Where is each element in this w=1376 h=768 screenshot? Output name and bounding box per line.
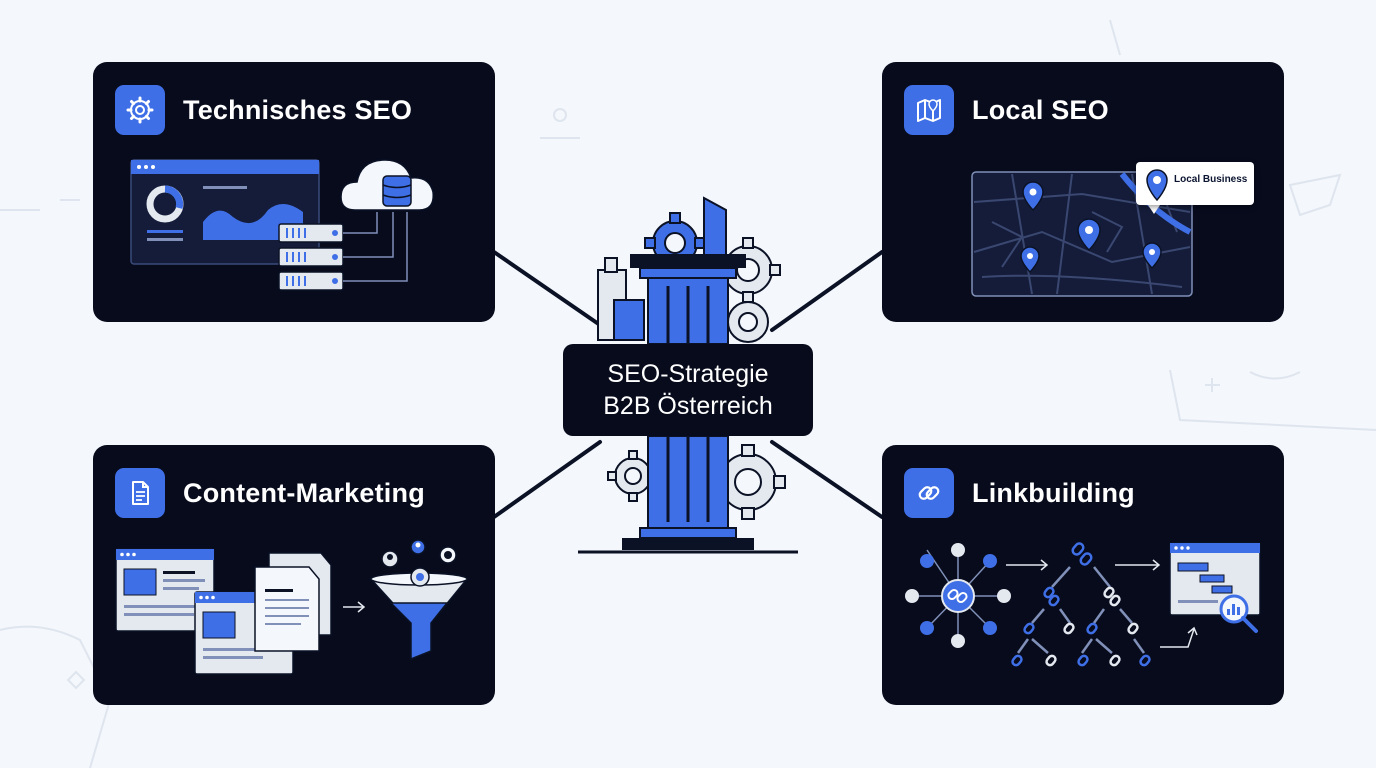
link-chain-tree — [1011, 542, 1151, 667]
gear-icon — [115, 85, 165, 135]
tech-seo-illustration — [130, 159, 434, 291]
local-business-label: Local Business — [1174, 174, 1248, 185]
content-marketing-illustration — [115, 539, 469, 675]
funnel-gear — [410, 567, 430, 587]
connector-lines — [492, 250, 884, 519]
gear-mid-right — [727, 301, 769, 343]
card-title: Technisches SEO — [183, 94, 413, 125]
card-technisches-seo: Technisches SEO — [93, 62, 495, 322]
center-label: SEO-Strategie B2B Österreich — [563, 344, 813, 436]
linkbuilding-illustration — [905, 542, 1261, 667]
area-chart — [203, 203, 303, 240]
database-icon — [382, 175, 412, 207]
map-pins — [1020, 181, 1162, 274]
card-title: Local SEO — [972, 94, 1109, 125]
center-label-line1: SEO-Strategie — [607, 360, 769, 388]
background-doodles — [0, 19, 1376, 768]
gear-bottom-left — [607, 450, 659, 502]
pillar-illustration — [578, 196, 798, 554]
link-icon — [904, 468, 954, 518]
card-title: Content-Marketing — [183, 477, 425, 508]
document-icon — [115, 468, 165, 518]
card-title: Linkbuilding — [972, 477, 1135, 508]
card-local-seo: Local Business Local SEO — [882, 62, 1284, 322]
network-nodes — [905, 543, 1011, 648]
card-content-marketing: Content-Marketing — [93, 445, 495, 705]
center-label-line2: B2B Österreich — [603, 392, 773, 420]
map-pin-icon — [904, 85, 954, 135]
gear-bottom-right — [710, 444, 786, 520]
card-linkbuilding: Linkbuilding — [882, 445, 1284, 705]
local-business-tag: Local Business — [1136, 162, 1254, 205]
